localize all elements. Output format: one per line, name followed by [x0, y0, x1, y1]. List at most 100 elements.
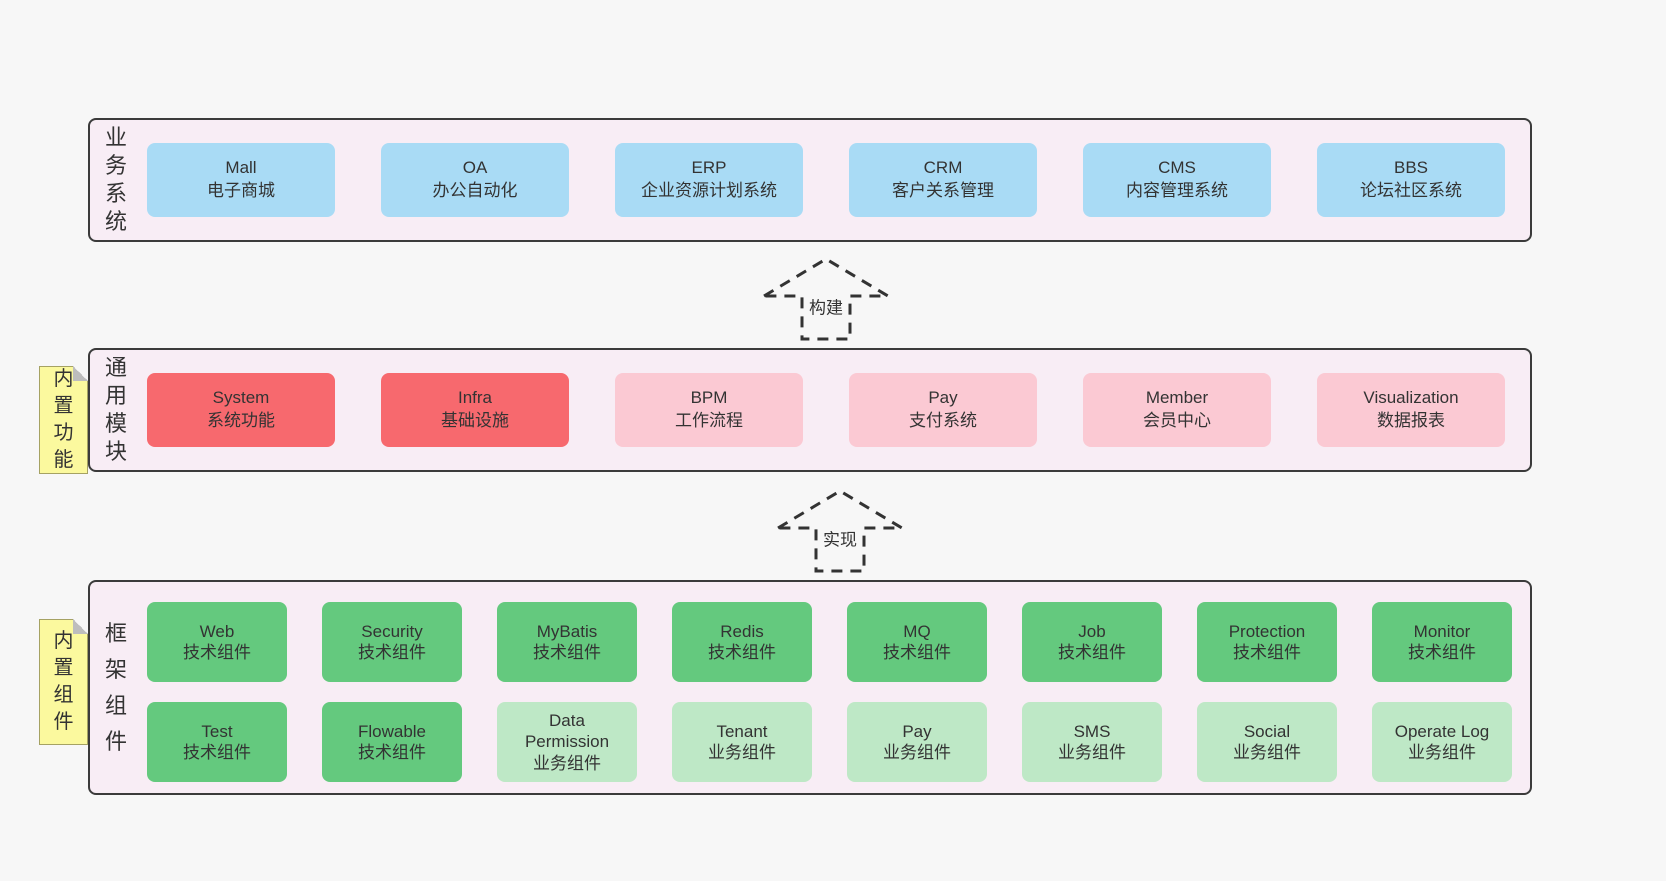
box-bbs: BBS 论坛社区系统 [1317, 143, 1505, 217]
box-subtitle: 技术组件 [183, 743, 251, 762]
box-sms: SMS 业务组件 [1022, 702, 1162, 782]
box-cms: CMS 内容管理系统 [1083, 143, 1271, 217]
box-title: OA [462, 158, 488, 178]
sticky-label: 内置组件 [53, 630, 74, 733]
box-protection: Protection 技术组件 [1197, 602, 1337, 682]
box-title: CMS [1158, 158, 1196, 178]
box-title: Redis [720, 621, 764, 641]
box-title: Social [1243, 721, 1291, 741]
box-title: Data Permission [524, 711, 610, 752]
component-row-1: Web 技术组件 Security 技术组件 MyBatis 技术组件 Redi… [147, 602, 1512, 682]
box-operate-log: Operate Log 业务组件 [1372, 702, 1512, 782]
band-label-components: 框架组件 [104, 620, 127, 754]
arrow-up-icon [758, 257, 894, 341]
box-mq: MQ 技术组件 [847, 602, 987, 682]
box-crm: CRM 客户关系管理 [849, 143, 1037, 217]
box-data-permission: Data Permission 业务组件 [497, 702, 637, 782]
box-title: Web [199, 621, 235, 641]
box-subtitle: 业务组件 [1233, 743, 1301, 762]
box-subtitle: 技术组件 [708, 643, 776, 662]
builtin-features-sticky: 内置功能 [39, 366, 88, 474]
box-title: BBS [1393, 158, 1429, 178]
box-pay-biz: Pay 业务组件 [847, 702, 987, 782]
box-mall: Mall 电子商城 [147, 143, 335, 217]
component-row-2: Test 技术组件 Flowable 技术组件 Data Permission … [147, 702, 1512, 782]
box-web: Web 技术组件 [147, 602, 287, 682]
box-subtitle: 技术组件 [183, 643, 251, 662]
box-subtitle: 办公自动化 [432, 181, 518, 200]
box-title: ERP [691, 158, 727, 178]
box-subtitle: 数据报表 [1377, 411, 1445, 430]
box-oa: OA 办公自动化 [381, 143, 569, 217]
box-monitor: Monitor 技术组件 [1372, 602, 1512, 682]
box-subtitle: 内容管理系统 [1126, 181, 1228, 200]
box-visualization: Visualization 数据报表 [1317, 373, 1505, 447]
box-title: Tenant [716, 721, 768, 741]
box-job: Job 技术组件 [1022, 602, 1162, 682]
box-subtitle: 技术组件 [533, 643, 601, 662]
box-subtitle: 系统功能 [207, 411, 275, 430]
box-subtitle: 客户关系管理 [892, 181, 994, 200]
box-title: Mall [225, 158, 257, 178]
box-flowable: Flowable 技术组件 [322, 702, 462, 782]
box-title: Operate Log [1394, 721, 1490, 741]
box-subtitle: 论坛社区系统 [1360, 181, 1462, 200]
common-modules-band: 通用模块 System 系统功能 Infra 基础设施 BPM 工作流程 Pay… [88, 348, 1532, 472]
box-title: MQ [903, 621, 931, 641]
implement-arrow-label: 实现 [819, 524, 861, 552]
folded-corner-icon [73, 366, 88, 381]
box-subtitle: 业务组件 [883, 743, 951, 762]
box-subtitle: 技术组件 [1233, 643, 1301, 662]
box-subtitle: 技术组件 [1058, 643, 1126, 662]
box-subtitle: 技术组件 [1408, 643, 1476, 662]
box-subtitle: 基础设施 [441, 411, 509, 430]
box-security: Security 技术组件 [322, 602, 462, 682]
box-subtitle: 技术组件 [883, 643, 951, 662]
band-label-modules: 通用模块 [104, 355, 127, 464]
box-system: System 系统功能 [147, 373, 335, 447]
sticky-label: 内置功能 [53, 368, 74, 471]
box-erp: ERP 企业资源计划系统 [615, 143, 803, 217]
box-title: Pay [928, 388, 958, 408]
box-title: BPM [690, 388, 728, 408]
box-title: Infra [457, 388, 493, 408]
box-pay: Pay 支付系统 [849, 373, 1037, 447]
box-subtitle: 工作流程 [675, 411, 743, 430]
box-subtitle: 技术组件 [358, 643, 426, 662]
business-boxes: Mall 电子商城 OA 办公自动化 ERP 企业资源计划系统 CRM 客户关系… [147, 120, 1505, 240]
box-member: Member 会员中心 [1083, 373, 1271, 447]
box-title: Pay [902, 721, 932, 741]
box-title: CRM [923, 158, 963, 178]
framework-components-band: 框架组件 Web 技术组件 Security 技术组件 MyBatis 技术组件… [88, 580, 1532, 795]
box-title: Job [1078, 621, 1106, 641]
box-subtitle: 企业资源计划系统 [641, 181, 777, 200]
box-subtitle: 会员中心 [1143, 411, 1211, 430]
box-title: SMS [1073, 721, 1111, 741]
box-title: Test [201, 721, 233, 741]
box-title: Monitor [1413, 621, 1471, 641]
module-boxes: System 系统功能 Infra 基础设施 BPM 工作流程 Pay 支付系统… [147, 350, 1505, 470]
band-label-business: 业务系统 [104, 125, 127, 234]
box-title: Flowable [357, 721, 427, 741]
box-subtitle: 业务组件 [1408, 743, 1476, 762]
box-tenant: Tenant 业务组件 [672, 702, 812, 782]
build-arrow: 构建 [756, 254, 896, 344]
implement-arrow: 实现 [770, 486, 910, 576]
box-subtitle: 业务组件 [533, 753, 601, 773]
box-title: MyBatis [536, 621, 598, 641]
box-test: Test 技术组件 [147, 702, 287, 782]
box-title: System [212, 388, 270, 408]
component-rows: Web 技术组件 Security 技术组件 MyBatis 技术组件 Redi… [147, 602, 1512, 782]
box-subtitle: 电子商城 [207, 181, 275, 200]
box-subtitle: 技术组件 [358, 743, 426, 762]
box-title: Visualization [1363, 388, 1459, 408]
box-bpm: BPM 工作流程 [615, 373, 803, 447]
box-redis: Redis 技术组件 [672, 602, 812, 682]
builtin-components-sticky: 内置组件 [39, 619, 88, 745]
box-subtitle: 业务组件 [1058, 743, 1126, 762]
arrow-up-icon [772, 489, 908, 573]
box-title: Security [361, 621, 423, 641]
box-mybatis: MyBatis 技术组件 [497, 602, 637, 682]
build-arrow-label: 构建 [805, 292, 847, 320]
